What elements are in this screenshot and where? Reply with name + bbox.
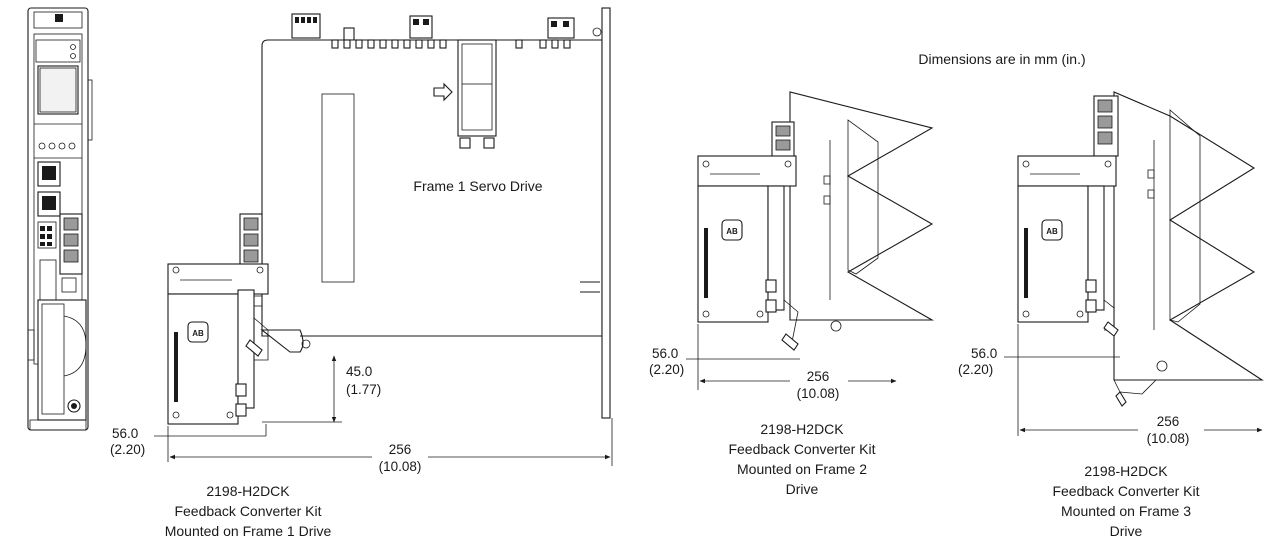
frame1-width-in: (10.08) bbox=[379, 459, 422, 474]
frame1-offset-mm: 56.0 bbox=[112, 426, 138, 441]
frame2-offset-in: (2.20) bbox=[649, 362, 684, 377]
frame3-caption-line3: Mounted on Frame 3 bbox=[1061, 503, 1191, 519]
frame2-caption-line2: Feedback Converter Kit bbox=[728, 441, 875, 457]
frame1-caption-line2: Feedback Converter Kit bbox=[174, 503, 321, 519]
frame3-converter-kit: AB bbox=[1017, 155, 1127, 407]
frame2-converter-kit: AB bbox=[697, 155, 799, 351]
frame3-caption-line4: Drive bbox=[1110, 523, 1143, 539]
frame2-offset-mm: 56.0 bbox=[652, 346, 678, 361]
frame2-caption-line1: 2198-H2DCK bbox=[760, 421, 844, 437]
frame2-caption-line4: Drive bbox=[786, 481, 819, 497]
top-connectors bbox=[291, 13, 575, 41]
frame3-caption-line2: Feedback Converter Kit bbox=[1052, 483, 1199, 499]
frame1-drive-side-view bbox=[239, 7, 611, 419]
frame2-caption-line3: Mounted on Frame 2 bbox=[737, 461, 867, 477]
frame1-depth-mm: 45.0 bbox=[346, 364, 372, 379]
frame3-offset-mm: 56.0 bbox=[971, 346, 997, 361]
frame3-width-mm: 256 bbox=[1157, 414, 1180, 429]
frame2-width-in: (10.08) bbox=[797, 386, 840, 401]
frame3-drive-side-view bbox=[1093, 91, 1264, 395]
frame3-caption-line1: 2198-H2DCK bbox=[1084, 463, 1168, 479]
frame3-width-in: (10.08) bbox=[1147, 431, 1190, 446]
frame3-dimensions: 56.0 (2.20) 256 (10.08) bbox=[958, 324, 1263, 450]
frame1-caption: 2198-H2DCK Feedback Converter Kit Mounte… bbox=[165, 483, 332, 539]
dimensions-note: Dimensions are in mm (in.) bbox=[918, 51, 1085, 67]
frame3-caption: 2198-H2DCK Feedback Converter Kit Mounte… bbox=[1052, 463, 1199, 539]
frame2-drive-side-view bbox=[771, 91, 935, 332]
allen-bradley-logo-text: AB bbox=[192, 329, 204, 338]
frame2-dimensions: 56.0 (2.20) 256 (10.08) bbox=[649, 324, 897, 404]
frame2-caption: 2198-H2DCK Feedback Converter Kit Mounte… bbox=[728, 421, 875, 497]
allen-bradley-logo-text: AB bbox=[726, 227, 738, 236]
frame1-drive-label: Frame 1 Servo Drive bbox=[413, 178, 542, 194]
frame3-offset-in: (2.20) bbox=[958, 362, 993, 377]
frame1-width-mm: 256 bbox=[389, 442, 412, 457]
allen-bradley-logo-text: AB bbox=[1046, 227, 1058, 236]
top-vents bbox=[331, 39, 571, 49]
frame1-depth-in: (1.77) bbox=[346, 382, 381, 397]
frame2-width-mm: 256 bbox=[807, 369, 830, 384]
frame1-caption-line3: Mounted on Frame 1 Drive bbox=[165, 523, 332, 539]
frame1-caption-line1: 2198-H2DCK bbox=[206, 483, 290, 499]
frame1-dimensions: 45.0 (1.77) 56.0 (2.20) 256 (10.08) bbox=[110, 355, 613, 478]
frame1-offset-in: (2.20) bbox=[110, 442, 145, 457]
frame1-converter-kit: AB bbox=[167, 263, 269, 425]
drive-front-view bbox=[27, 7, 93, 431]
